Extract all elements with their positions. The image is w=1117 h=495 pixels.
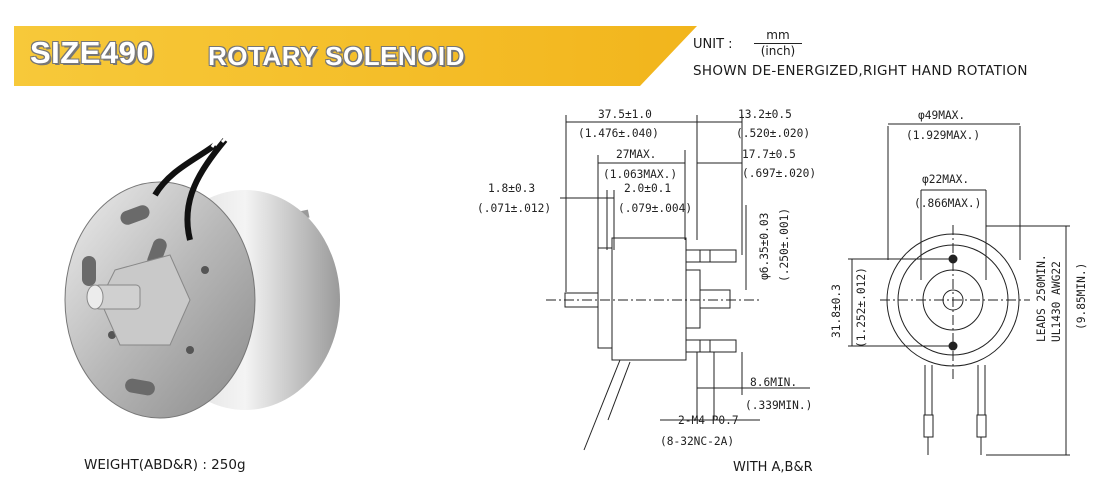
dim-gap-in: (.079±.004) [618, 202, 692, 215]
leads-length: LEADS 250MIN. [1035, 254, 1048, 342]
end-core-in: (.866MAX.) [914, 197, 981, 210]
unit-legend: UNIT : mm (inch) [693, 29, 802, 58]
dim-thread-mm: 2-M4 P0.7 [678, 414, 739, 427]
dim-stud-in: (.520±.020) [736, 127, 810, 140]
dim-stud-mm: 13.2±0.5 [738, 108, 792, 121]
dim-min-in: (.339MIN.) [745, 399, 812, 412]
dim-gap-mm: 2.0±0.1 [624, 182, 671, 195]
unit-inch: (inch) [760, 44, 796, 58]
dim-dia-mm: φ6.35±0.03 [758, 213, 771, 280]
side-view-caption: WITH A,B&R [733, 460, 813, 475]
banner-shape [14, 26, 697, 86]
unit-label: UNIT : [693, 37, 733, 52]
dim-length-in: (1.476±.040) [578, 127, 659, 140]
dim-body-in: (1.063MAX.) [603, 168, 677, 181]
subtitle: SHOWN DE-ENERGIZED,RIGHT HAND ROTATION [693, 63, 1028, 79]
dim-shaft-in: (.697±.020) [742, 167, 816, 180]
dim-body-mm: 27MAX. [616, 148, 656, 161]
dim-flange-mm: 1.8±0.3 [488, 182, 535, 195]
dim-shaft-mm: 17.7±0.5 [742, 148, 796, 161]
end-dia-mm: φ49MAX. [918, 109, 965, 122]
dim-min-mm: 8.6MIN. [750, 376, 797, 389]
dim-flange-in: (.071±.012) [477, 202, 551, 215]
end-dia-in: (1.929MAX.) [906, 129, 980, 142]
unit-mm: mm [766, 28, 790, 42]
weight-caption: WEIGHT(ABD&R) : 250g [84, 457, 246, 473]
end-core-mm: φ22MAX. [922, 173, 969, 186]
leads-wire: UL1430 AWG22 [1050, 261, 1063, 342]
title-product: ROTARY SOLENOID [208, 41, 465, 71]
dim-length-mm: 37.5±1.0 [598, 108, 652, 121]
dim-dia-in: (.250±.001) [778, 208, 791, 282]
solenoid-photo [64, 130, 340, 419]
leads-length-in: (9.85MIN.) [1075, 263, 1088, 330]
unit-fraction: mm (inch) [748, 29, 808, 58]
dim-thread-in: (8-32NC-2A) [660, 435, 734, 448]
title-banner [0, 26, 700, 86]
end-pitch-mm: 31.8±0.3 [830, 284, 843, 338]
title-size: SIZE490 [30, 35, 155, 70]
end-pitch-in: (1.252±.012) [855, 267, 868, 348]
